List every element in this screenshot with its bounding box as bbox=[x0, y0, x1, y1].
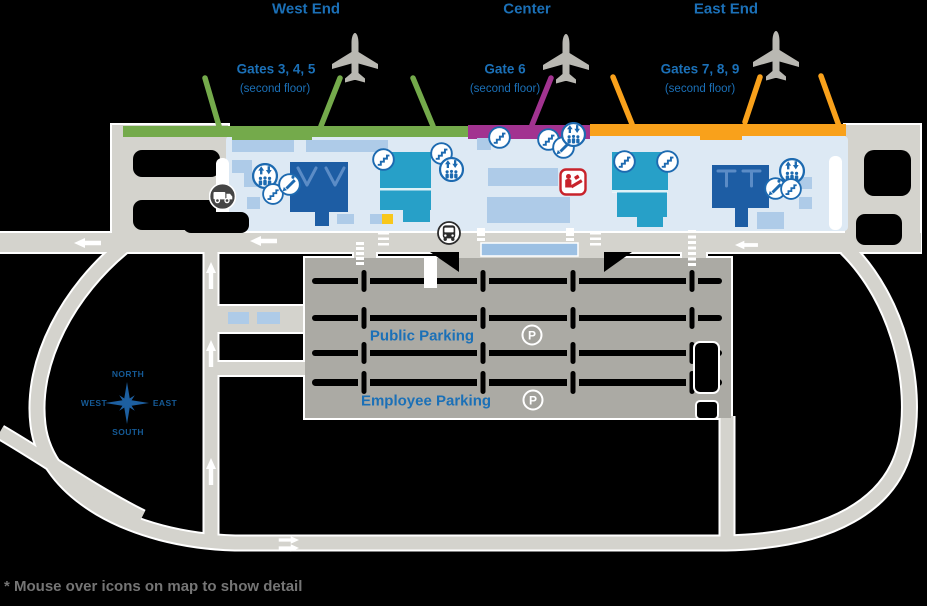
parking-letter: P bbox=[527, 328, 536, 342]
stairs-icon[interactable] bbox=[372, 148, 395, 171]
employee-parking-label: Employee Parking bbox=[360, 392, 492, 410]
west-gates-floor: (second floor) bbox=[239, 83, 311, 95]
airplane-icon bbox=[332, 33, 378, 83]
west-end-title: West End bbox=[271, 0, 341, 18]
compass-west: WEST bbox=[80, 398, 108, 408]
roads-layer bbox=[0, 123, 922, 552]
terminal-interior bbox=[228, 138, 812, 324]
elevator-icon[interactable] bbox=[439, 157, 464, 182]
parking-letter: P bbox=[528, 393, 537, 407]
west-checkpoint bbox=[380, 152, 431, 222]
compass-east: EAST bbox=[152, 398, 178, 408]
footnote: * Mouse over icons on map to show detail bbox=[4, 578, 303, 595]
stairs-icon[interactable] bbox=[613, 150, 636, 173]
stairs-icon[interactable] bbox=[780, 178, 802, 200]
compass-north: NORTH bbox=[111, 369, 145, 379]
bus-icon[interactable] bbox=[437, 221, 461, 245]
shuttle-icon[interactable] bbox=[209, 183, 236, 210]
east-gates-floor: (second floor) bbox=[664, 83, 736, 95]
jet-bridges bbox=[202, 73, 842, 129]
stairs-icon[interactable] bbox=[488, 126, 511, 149]
airplane-icon bbox=[753, 31, 799, 81]
public-parking-label: Public Parking bbox=[369, 327, 475, 345]
parking-icon[interactable]: P bbox=[522, 389, 544, 411]
east-end-title: East End bbox=[693, 0, 759, 18]
parking-markings bbox=[312, 258, 722, 420]
road-markings bbox=[74, 228, 758, 552]
parking-icon[interactable]: P bbox=[521, 324, 543, 346]
center-title: Center bbox=[503, 0, 551, 18]
compass-south: SOUTH bbox=[112, 427, 144, 437]
baggage-service-icon[interactable] bbox=[559, 168, 587, 196]
east-baggage-claim bbox=[712, 165, 769, 227]
pedestrian-walkway bbox=[480, 242, 579, 257]
center-gates-floor: (second floor) bbox=[469, 83, 541, 95]
west-gates-label: Gates 3, 4, 5 bbox=[236, 61, 316, 77]
escalator-icon[interactable] bbox=[278, 173, 301, 196]
compass-rose-icon bbox=[105, 382, 149, 424]
crosswalks bbox=[356, 228, 696, 266]
stairs-icon[interactable] bbox=[656, 150, 679, 173]
east-gates-label: Gates 7, 8, 9 bbox=[660, 61, 740, 77]
elevator-icon[interactable] bbox=[561, 122, 586, 147]
center-gates-label: Gate 6 bbox=[484, 61, 526, 77]
